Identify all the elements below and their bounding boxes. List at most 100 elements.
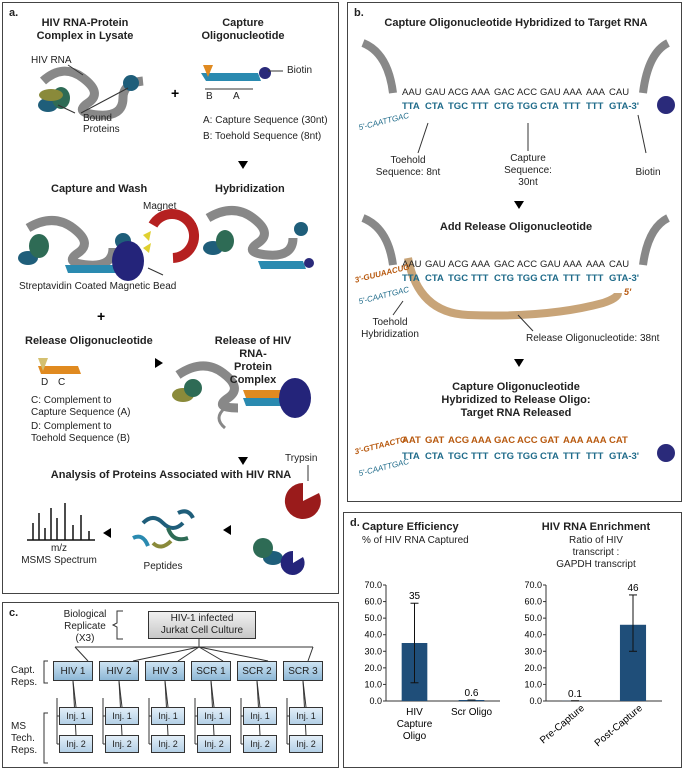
down-arrow-icon: [238, 161, 248, 169]
b-mark: B: [206, 91, 213, 102]
codon: TTT: [586, 273, 604, 284]
right-arrow-icon: [155, 358, 163, 368]
enr-subtitle: Ratio of HIV transcript : GAPDH transcri…: [556, 535, 636, 570]
codon: TTT: [471, 101, 489, 112]
hybridization-illustration: [203, 206, 314, 269]
y-tick-label: 20.0: [364, 663, 382, 673]
codon: TTA: [402, 101, 420, 112]
y-tick-label: 30.0: [364, 646, 382, 656]
codon: GAU: [425, 259, 446, 270]
data-label: 46: [627, 583, 639, 594]
codon: ACG: [448, 87, 469, 98]
injection-box: Inj. 2: [243, 735, 277, 753]
plus-sign: +: [171, 85, 179, 101]
panel-a-drawing: + +: [18, 64, 321, 575]
codon: GAU: [540, 259, 561, 270]
codon: CTA: [425, 101, 444, 112]
trypsin-label: Trypsin: [285, 453, 318, 464]
codon: AAA: [586, 259, 606, 270]
cap-title: Capture Efficiency: [362, 521, 459, 533]
codon: AAU: [402, 259, 422, 270]
panel-a-label: a.: [9, 7, 19, 19]
bio-rep-label: Biological Replicate (X3): [63, 609, 107, 644]
codon: TGG: [517, 101, 538, 112]
capture-wash-title: Capture and Wash: [51, 183, 148, 195]
rna-complex-illustration: [38, 66, 144, 120]
injection-box: Inj. 2: [197, 735, 231, 753]
injection-box: Inj. 1: [243, 707, 277, 725]
capt-reps-label: Capt. Reps.: [11, 665, 38, 688]
release-complex-title: Release of HIV RNA- Protein Complex: [214, 335, 292, 386]
release-oligo-title: Release Oligonucleotide: [25, 335, 153, 347]
injection-box: Inj. 1: [289, 707, 323, 725]
codon: AAA: [471, 259, 491, 270]
codon: AAU: [402, 87, 422, 98]
codon: ACC: [517, 259, 538, 270]
capt-rep-box: HIV 3: [145, 661, 185, 681]
five-prime-label: 5': [624, 287, 632, 297]
d-description: D: Complement to Toehold Sequence (B): [31, 421, 130, 444]
release-oligo-label: Release Oligonucleotide: 38nt: [526, 333, 660, 344]
codon: CTA: [540, 273, 559, 284]
injection-box: Inj. 2: [289, 735, 323, 753]
codon: TTT: [586, 451, 604, 462]
injection-box: Inj. 2: [59, 735, 93, 753]
injection-box: Inj. 1: [151, 707, 185, 725]
codon: GAU: [540, 87, 561, 98]
codon: AAA: [586, 87, 606, 98]
d-mark: D: [41, 377, 49, 388]
panel-b-drawing: [361, 39, 675, 462]
release-oligo-illustration: [38, 358, 81, 374]
capt-rep-box: HIV 1: [53, 661, 93, 681]
codon: CTA: [425, 451, 444, 462]
codon: CTG: [494, 101, 515, 112]
bead-label: Streptavidin Coated Magnetic Bead: [19, 281, 177, 292]
cap-subtitle: % of HIV RNA Captured: [362, 535, 469, 546]
y-tick-label: 0.0: [369, 696, 382, 706]
y-tick-label: 10.0: [524, 679, 542, 689]
panel-c: c. Biological Replicate (X3) HIV-1 infec…: [2, 602, 339, 768]
codon: ACC: [517, 435, 538, 446]
codon: TGC: [448, 451, 469, 462]
y-tick-label: 70.0: [524, 580, 542, 590]
y-tick-label: 60.0: [524, 597, 542, 607]
data-label: 0.6: [465, 688, 479, 699]
magnet-label: Magnet: [143, 201, 177, 212]
codon: ACC: [517, 87, 538, 98]
codon: GTA-3': [609, 451, 640, 462]
codon: TTT: [586, 101, 604, 112]
complex-title: HIV RNA-Protein Complex in Lysate: [36, 17, 134, 42]
left-arrow-icon-3: [103, 528, 111, 538]
analysis-title: Analysis of Proteins Associated with HIV…: [50, 469, 292, 481]
ms-reps-label: MS Tech. Reps.: [11, 721, 38, 756]
codon: CTA: [425, 273, 444, 284]
peptides-label: Peptides: [143, 561, 183, 572]
panel-d-label: d.: [350, 517, 360, 529]
codon: AAA: [563, 435, 584, 446]
toehold-label: Toehold Sequence: 8nt: [375, 155, 441, 178]
a-mark: A: [233, 91, 240, 102]
codon: TGG: [517, 273, 538, 284]
plus-sign-2: +: [97, 308, 105, 324]
codon: CAU: [609, 87, 630, 98]
codon: TGG: [517, 451, 538, 462]
codon: TTT: [471, 273, 489, 284]
panel-c-tree: [43, 610, 314, 764]
y-tick-label: 60.0: [364, 597, 382, 607]
panel-b-label: b.: [354, 7, 364, 19]
y-tick-label: 20.0: [524, 663, 542, 673]
injection-box: Inj. 1: [105, 707, 139, 725]
capt-rep-box: HIV 2: [99, 661, 139, 681]
data-label: 35: [409, 591, 421, 602]
codon: AAA: [471, 435, 492, 446]
release-complex-illustration: [172, 361, 311, 430]
codon: AAA: [471, 87, 491, 98]
injection-box: Inj. 2: [151, 735, 185, 753]
codon: GAT: [540, 435, 560, 446]
y-tick-label: 40.0: [524, 630, 542, 640]
codon: GAC: [494, 259, 515, 270]
y-tick-label: 40.0: [364, 630, 382, 640]
codon: CTG: [494, 273, 515, 284]
